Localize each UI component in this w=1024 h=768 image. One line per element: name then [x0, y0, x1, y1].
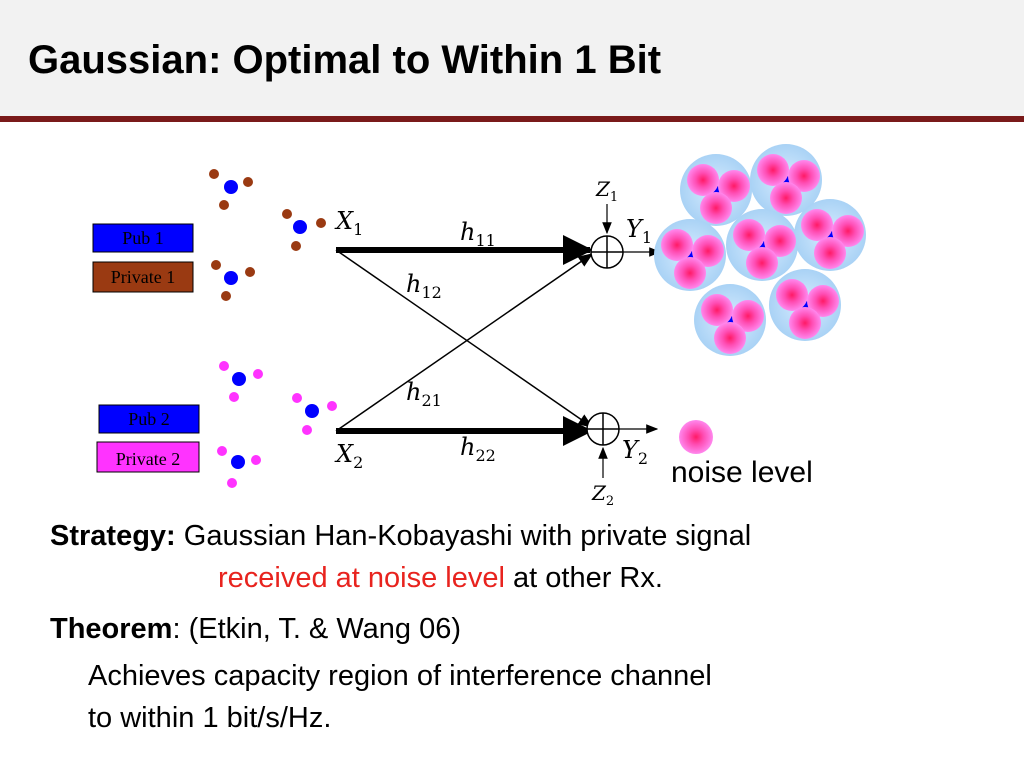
- noise-cloud: [692, 235, 724, 267]
- h12-label: h12: [406, 270, 442, 302]
- noise-cloud: [807, 285, 839, 317]
- y1-label: Y1: [626, 215, 652, 247]
- pub2-box: Pub 2: [98, 404, 200, 434]
- strategy-text-2: at other Rx.: [504, 562, 663, 594]
- noise-cloud: [746, 247, 778, 279]
- noise-cloud: [674, 257, 706, 289]
- noise-cloud: [714, 322, 746, 354]
- theorem-line: Theorem: (Etkin, T. & Wang 06): [50, 613, 461, 646]
- tx2-constellation: [217, 361, 337, 488]
- noise-cloud: [776, 279, 808, 311]
- noise-cloud: [801, 209, 833, 241]
- theorem-statement-1: Achieves capacity region of interference…: [88, 660, 712, 692]
- private1-label: Private 1: [111, 267, 176, 287]
- pub1-box: Pub 1: [92, 223, 194, 253]
- h22-label: h22: [460, 433, 496, 465]
- noise-level-icon: [679, 420, 713, 454]
- noise-cloud: [832, 215, 864, 247]
- noise-cloud: [757, 154, 789, 186]
- link-h21: [335, 253, 594, 432]
- h11-label: h11: [460, 218, 496, 250]
- noise-cloud: [732, 300, 764, 332]
- noise-cloud: [701, 294, 733, 326]
- pub1-label: Pub 1: [122, 228, 164, 248]
- x2-label: X2: [334, 440, 363, 472]
- rx1-adder: [590, 204, 662, 269]
- private2-box: Private 2: [96, 441, 200, 473]
- strategy-label: Strategy:: [50, 520, 176, 552]
- noise-cloud: [661, 229, 693, 261]
- noise-cloud: [700, 192, 732, 224]
- theorem-statement-2: to within 1 bit/s/Hz.: [88, 702, 332, 734]
- title-divider: [0, 116, 1024, 122]
- rx2-adder: [586, 412, 659, 478]
- tx1-constellation: [209, 169, 326, 301]
- z1-label: Z1: [595, 177, 618, 205]
- h21-label: h21: [406, 378, 442, 410]
- noise-cloud: [788, 160, 820, 192]
- theorem-citation: : (Etkin, T. & Wang 06): [172, 613, 461, 645]
- z2-label: Z2: [591, 481, 614, 509]
- strategy-highlight: received at noise level: [218, 562, 505, 594]
- noise-cloud: [770, 182, 802, 214]
- title-bar: [0, 0, 1024, 118]
- noise-cloud: [687, 164, 719, 196]
- noise-level-label: noise level: [671, 456, 813, 489]
- noise-cloud: [764, 225, 796, 257]
- strategy-line-2: received at noise level at other Rx.: [218, 562, 663, 595]
- received-constellation: [654, 144, 866, 356]
- strategy-line-1: Strategy: Gaussian Han-Kobayashi with pr…: [50, 520, 751, 553]
- private2-label: Private 2: [116, 449, 181, 469]
- y2-label: Y2: [622, 436, 648, 468]
- x1-label: X1: [334, 207, 363, 239]
- link-h12: [335, 249, 594, 428]
- strategy-text: Gaussian Han-Kobayashi with private sign…: [175, 520, 752, 552]
- theorem-label: Theorem: [50, 613, 173, 645]
- private1-box: Private 1: [92, 261, 194, 293]
- noise-cloud: [718, 170, 750, 202]
- noise-cloud: [733, 219, 765, 251]
- noise-cloud: [789, 307, 821, 339]
- noise-cloud: [814, 237, 846, 269]
- pub2-label: Pub 2: [128, 409, 170, 429]
- slide-title: Gaussian: Optimal to Within 1 Bit: [28, 38, 662, 82]
